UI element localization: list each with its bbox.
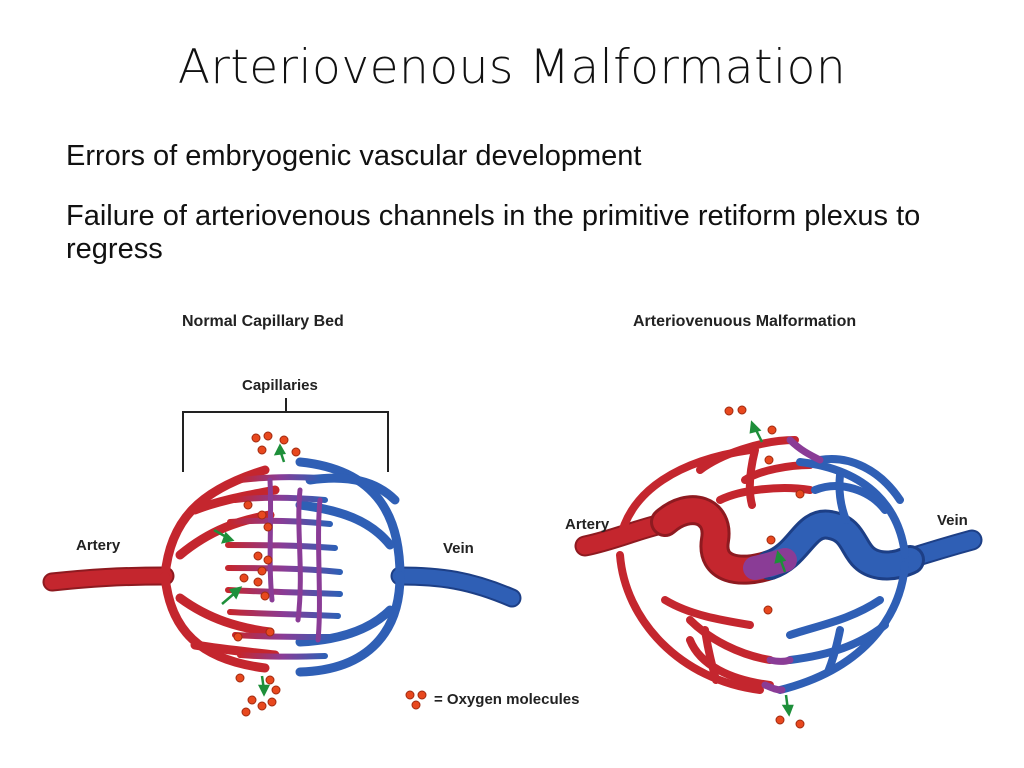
right-artery-label: Artery (565, 516, 610, 533)
avm-figure-title: Arteriovenuous Malformation (633, 313, 857, 330)
normal-capillary-bed-figure (42, 398, 522, 717)
left-artery-label: Artery (76, 537, 121, 554)
bullet-text: Errors of embryogenic vascular developme… (66, 140, 642, 172)
avm-figure (574, 405, 983, 729)
capillaries-label: Capillaries (242, 377, 318, 394)
normal-bed-title: Normal Capillary Bed (182, 313, 344, 330)
right-vein-label: Vein (937, 512, 968, 529)
bullet-text: Failure of arteriovenous channels in the… (66, 200, 921, 265)
oxygen-legend-icon (405, 690, 427, 710)
left-vein-label: Vein (443, 540, 474, 557)
slide-title: Arteriovenous Malformation (177, 40, 847, 95)
legend-text: = Oxygen molecules (434, 691, 580, 708)
